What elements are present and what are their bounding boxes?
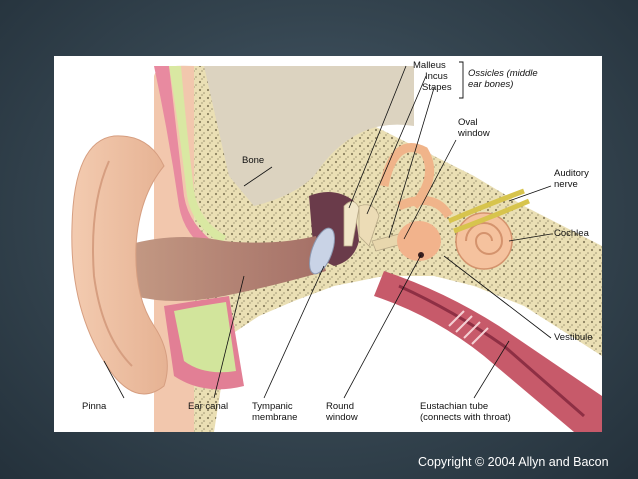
cochlea-label: Cochlea (554, 228, 589, 239)
ossicles-bracket (459, 61, 464, 99)
ear-canal-label: Ear canal (188, 401, 229, 412)
skull-interior (204, 66, 414, 206)
ossicles-label: Ossicles (middle ear bones) (468, 68, 538, 90)
ear-illustration (71, 61, 602, 432)
bone-label: Bone (242, 155, 265, 166)
eustachian-tube-label: Eustachian tube (connects with throat) (420, 401, 511, 423)
oval-window-label: Oval window (458, 117, 490, 139)
pinna-label: Pinna (82, 401, 107, 412)
incus-label: Incus (425, 71, 448, 82)
round-window-label: Round window (326, 401, 358, 423)
pinna-shape (71, 135, 168, 395)
cartilage-band (169, 66, 226, 244)
malleus-shape (343, 201, 360, 247)
lower-cartilage (174, 302, 236, 373)
tympanic-membrane-shape (309, 227, 335, 275)
muscle-striations (448, 310, 489, 345)
malleus-label: Malleus (413, 60, 446, 71)
tissue-band (154, 66, 219, 256)
tympanic-membrane-label: Tympanic membrane (252, 401, 298, 423)
stapes-label: Stapes (422, 82, 452, 93)
leader-lines (103, 65, 552, 399)
auditory-nerve-shape (448, 188, 530, 234)
ear-canal-shape (124, 236, 326, 301)
ear-anatomy-figure: Malleus Incus Stapes Ossicles (middle ea… (54, 56, 602, 432)
incus-shape (358, 204, 380, 247)
eustachian-tube-lining (398, 284, 585, 418)
eustachian-tube-shape (374, 271, 602, 432)
copyright-notice: Copyright © 2004 Allyn and Bacon (418, 455, 609, 469)
pinna-fold (92, 160, 133, 367)
vestibule-label: Vestibule (554, 332, 593, 343)
auditory-nerve-label: Auditory nerve (554, 168, 589, 190)
semicircular-canals (379, 143, 453, 219)
